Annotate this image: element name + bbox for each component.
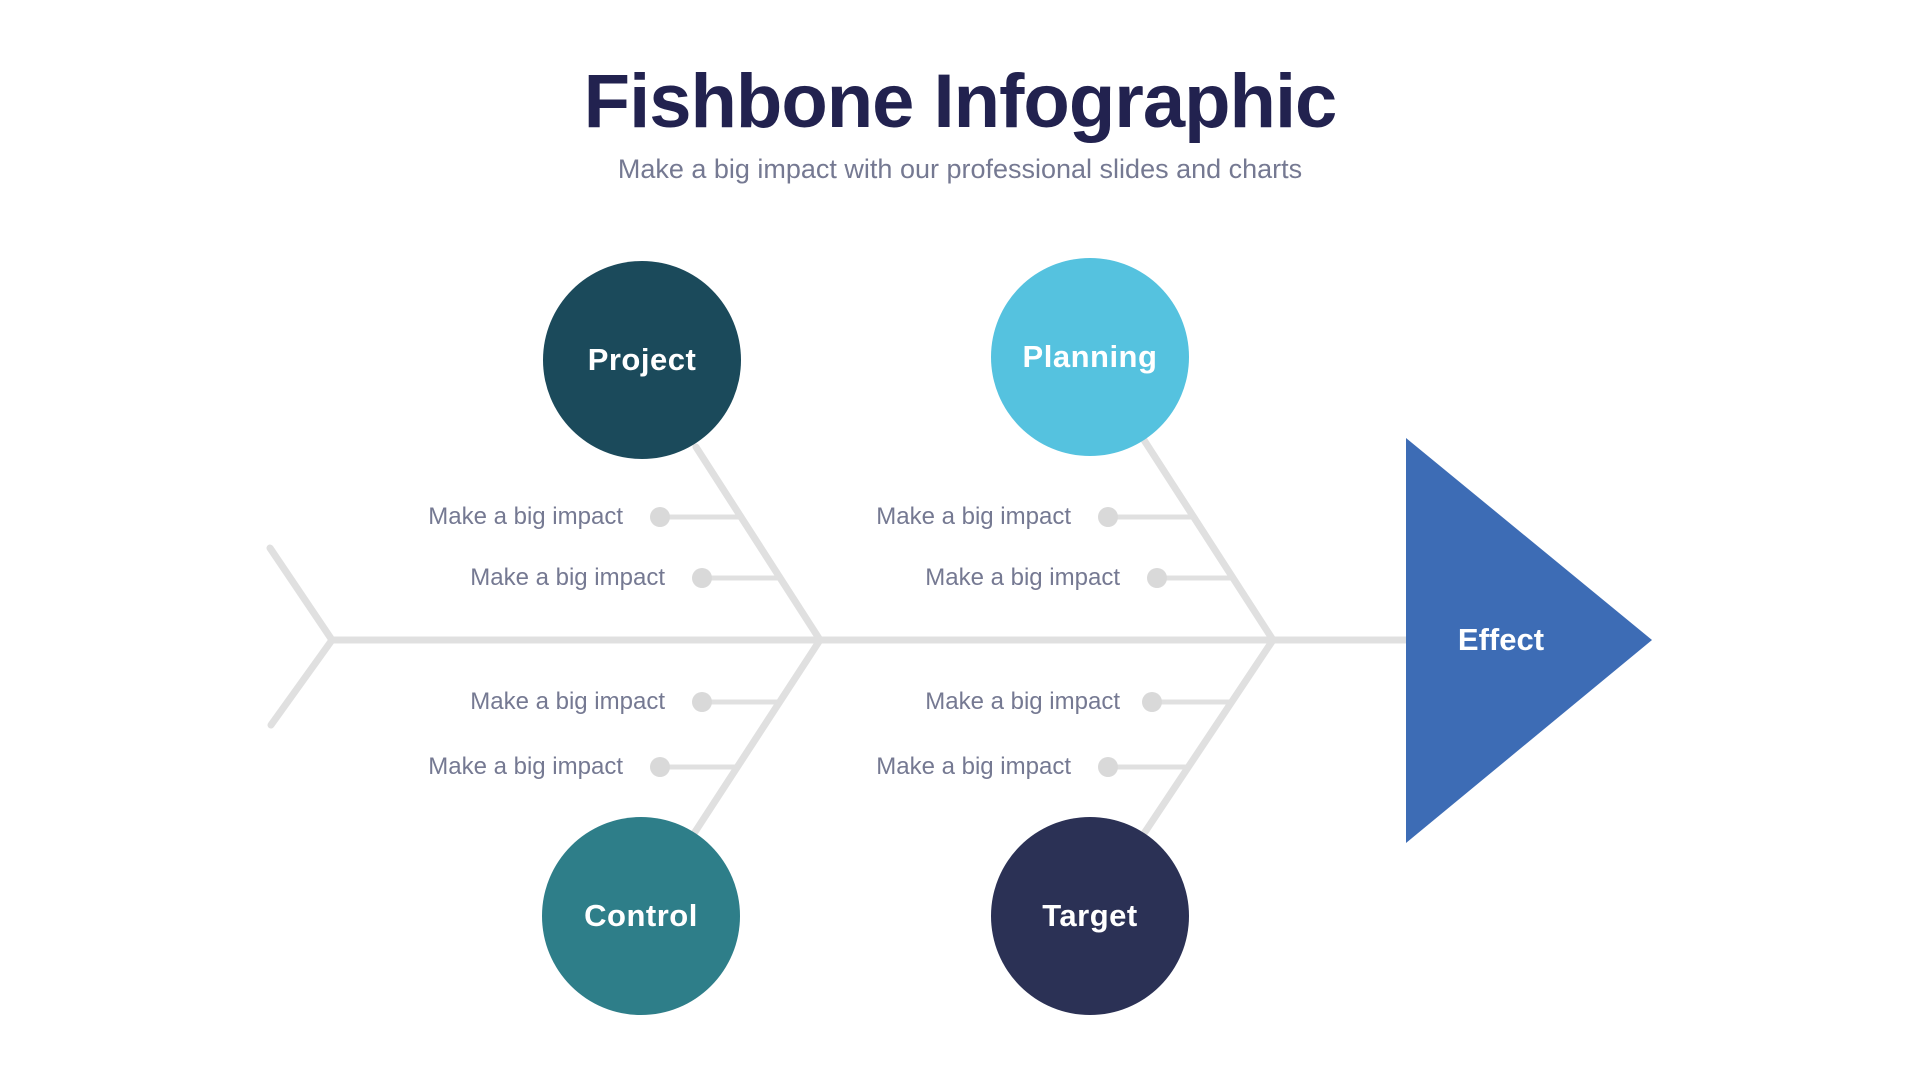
effect-arrow — [1406, 438, 1652, 843]
cause-label: Make a big impact — [470, 564, 665, 591]
cause-label: Make a big impact — [925, 688, 1120, 715]
page-subtitle: Make a big impact with our professional … — [617, 154, 1303, 184]
category-label-planning: Planning — [1022, 339, 1158, 374]
cause-dot — [1142, 692, 1162, 712]
bone-target — [1141, 636, 1277, 836]
cause-label: Make a big impact — [925, 564, 1120, 591]
cause-dot — [692, 692, 712, 712]
effect-label: Effect — [1457, 622, 1545, 657]
cause-dot — [1098, 757, 1118, 777]
cause-label: Make a big impact — [428, 503, 623, 530]
category-circle-project: Project — [543, 261, 741, 459]
category-circle-control: Control — [542, 817, 740, 1015]
fish-tail — [266, 544, 336, 729]
category-circle-planning: Planning — [991, 258, 1189, 456]
cause-label: Make a big impact — [428, 753, 623, 780]
bone-control — [691, 636, 824, 836]
cause-label: Make a big impact — [876, 753, 1071, 780]
bone-project — [692, 443, 824, 644]
cause-dot — [692, 568, 712, 588]
cause-label: Make a big impact — [470, 688, 665, 715]
cause-dot — [1098, 507, 1118, 527]
page-title: Fishbone Infographic — [583, 59, 1338, 144]
cause-dot — [1147, 568, 1167, 588]
category-label-project: Project — [587, 342, 697, 377]
category-label-control: Control — [584, 898, 698, 933]
bone-planning — [1140, 436, 1277, 644]
category-circle-target: Target — [991, 817, 1189, 1015]
category-label-target: Target — [1042, 898, 1138, 933]
cause-dot — [650, 757, 670, 777]
cause-label: Make a big impact — [876, 503, 1071, 530]
cause-dot — [650, 507, 670, 527]
